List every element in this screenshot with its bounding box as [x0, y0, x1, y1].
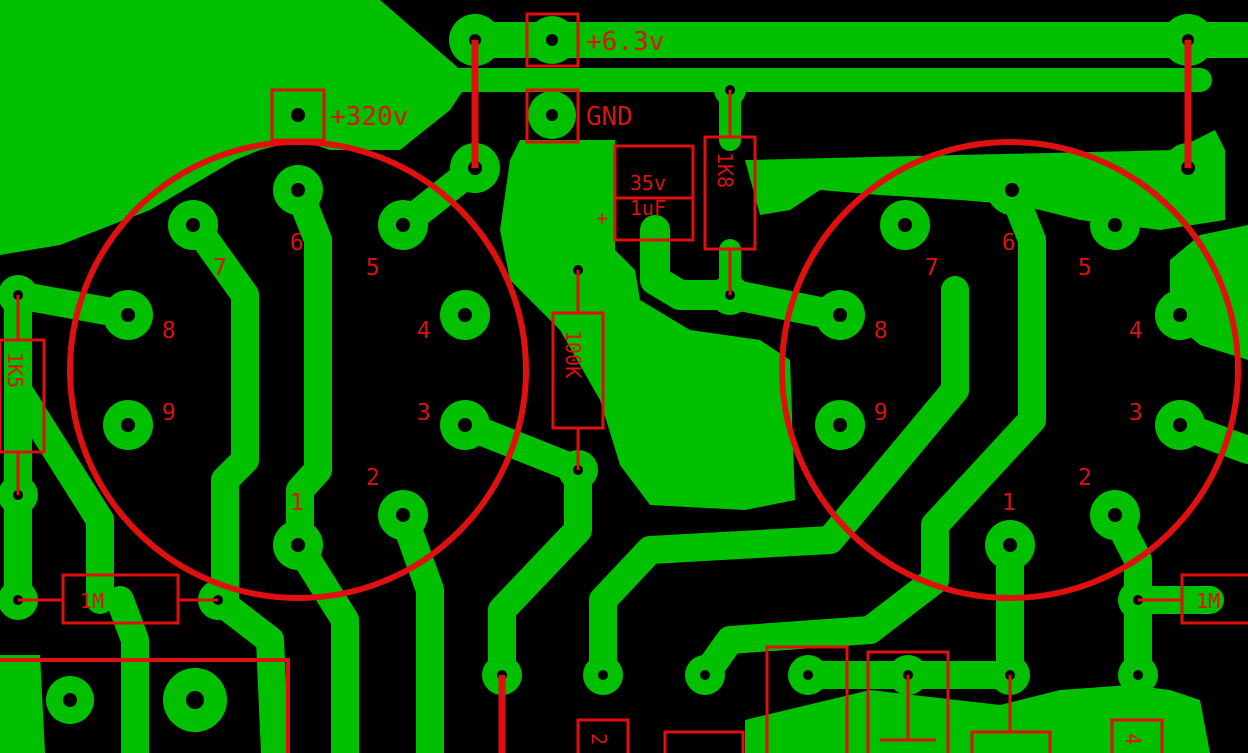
tube-right-pin-4: 4 [1129, 318, 1143, 344]
copper-traces [4, 22, 1248, 753]
label-cap-voltage: 35v [630, 171, 666, 195]
tube-left-pin-5: 5 [366, 255, 380, 281]
tube-left-pin-7: 7 [213, 255, 227, 281]
label-1k5: 1K5 [3, 352, 27, 388]
label-gnd: GND [586, 102, 633, 132]
trace-right-6 [691, 176, 1046, 689]
capacitor-body [613, 144, 695, 242]
resistor-1k5-body [0, 338, 46, 454]
label-1k8: 1K8 [713, 152, 737, 188]
label-100k: 100K [561, 330, 585, 378]
label-part-2: 2 [587, 733, 611, 745]
hv-connector-box [270, 88, 326, 142]
heater-connector-box [525, 12, 580, 68]
tube-right-pin-5: 5 [1078, 255, 1092, 281]
tube-left-outline [67, 139, 529, 601]
bottom-part-b [866, 650, 950, 753]
tube-left-pin-3: 3 [417, 400, 431, 426]
bottom-part-a [765, 645, 849, 753]
gnd-connector-box [525, 88, 580, 144]
top-left-pour [0, 0, 470, 255]
tube-right-pin-1: 1 [1002, 490, 1016, 516]
trace-left-1m [204, 586, 289, 753]
tube-right-pin-2: 2 [1078, 465, 1092, 491]
center-pour [500, 140, 795, 510]
tube-right-outline [779, 139, 1241, 601]
tube-left-pin-1: 1 [290, 490, 304, 516]
label-hv: +320v [330, 102, 408, 132]
trace-cap [640, 215, 850, 330]
label-heater: +6.3v [586, 27, 664, 57]
tube-right-pin-8: 8 [874, 318, 888, 344]
label-cap-value: 1uF [630, 196, 666, 220]
label-1m-right: 1M [1196, 589, 1220, 613]
silkscreen [0, 12, 1248, 753]
label-part-4: 4 [1121, 733, 1145, 745]
trace-left-3 [451, 411, 592, 689]
labels: +320v +6.3v GND 1 2 3 4 5 6 7 8 9 1 2 3 … [3, 27, 1220, 745]
trace-mid-diag [589, 276, 969, 689]
bottom-right-pour [745, 685, 1210, 753]
trace-left-7 [181, 211, 259, 614]
bottom-part-d [663, 730, 745, 753]
bottom-left-outline [0, 658, 290, 753]
tube-left-pin-9: 9 [162, 400, 176, 426]
tube-left-pin-4: 4 [417, 318, 431, 344]
bottom-part-2 [576, 718, 630, 753]
bottom-left-pour [0, 655, 45, 753]
label-cap-polarity: + [596, 206, 608, 230]
tube-right-pin-9: 9 [874, 400, 888, 426]
tube-right-pin-7: 7 [925, 255, 939, 281]
tube-left-pin-8: 8 [162, 318, 176, 344]
tube-left-pin-6: 6 [290, 230, 304, 256]
tube-right-pin-6: 6 [1002, 230, 1016, 256]
trace-left-2 [389, 501, 444, 753]
label-1m-left: 1M [80, 589, 104, 613]
tube-right-pin-3: 3 [1129, 400, 1143, 426]
trace-left-1 [284, 531, 359, 753]
bottom-part-4 [1110, 718, 1164, 753]
tube-left-pin-2: 2 [366, 465, 380, 491]
trace-left-6 [284, 176, 332, 559]
